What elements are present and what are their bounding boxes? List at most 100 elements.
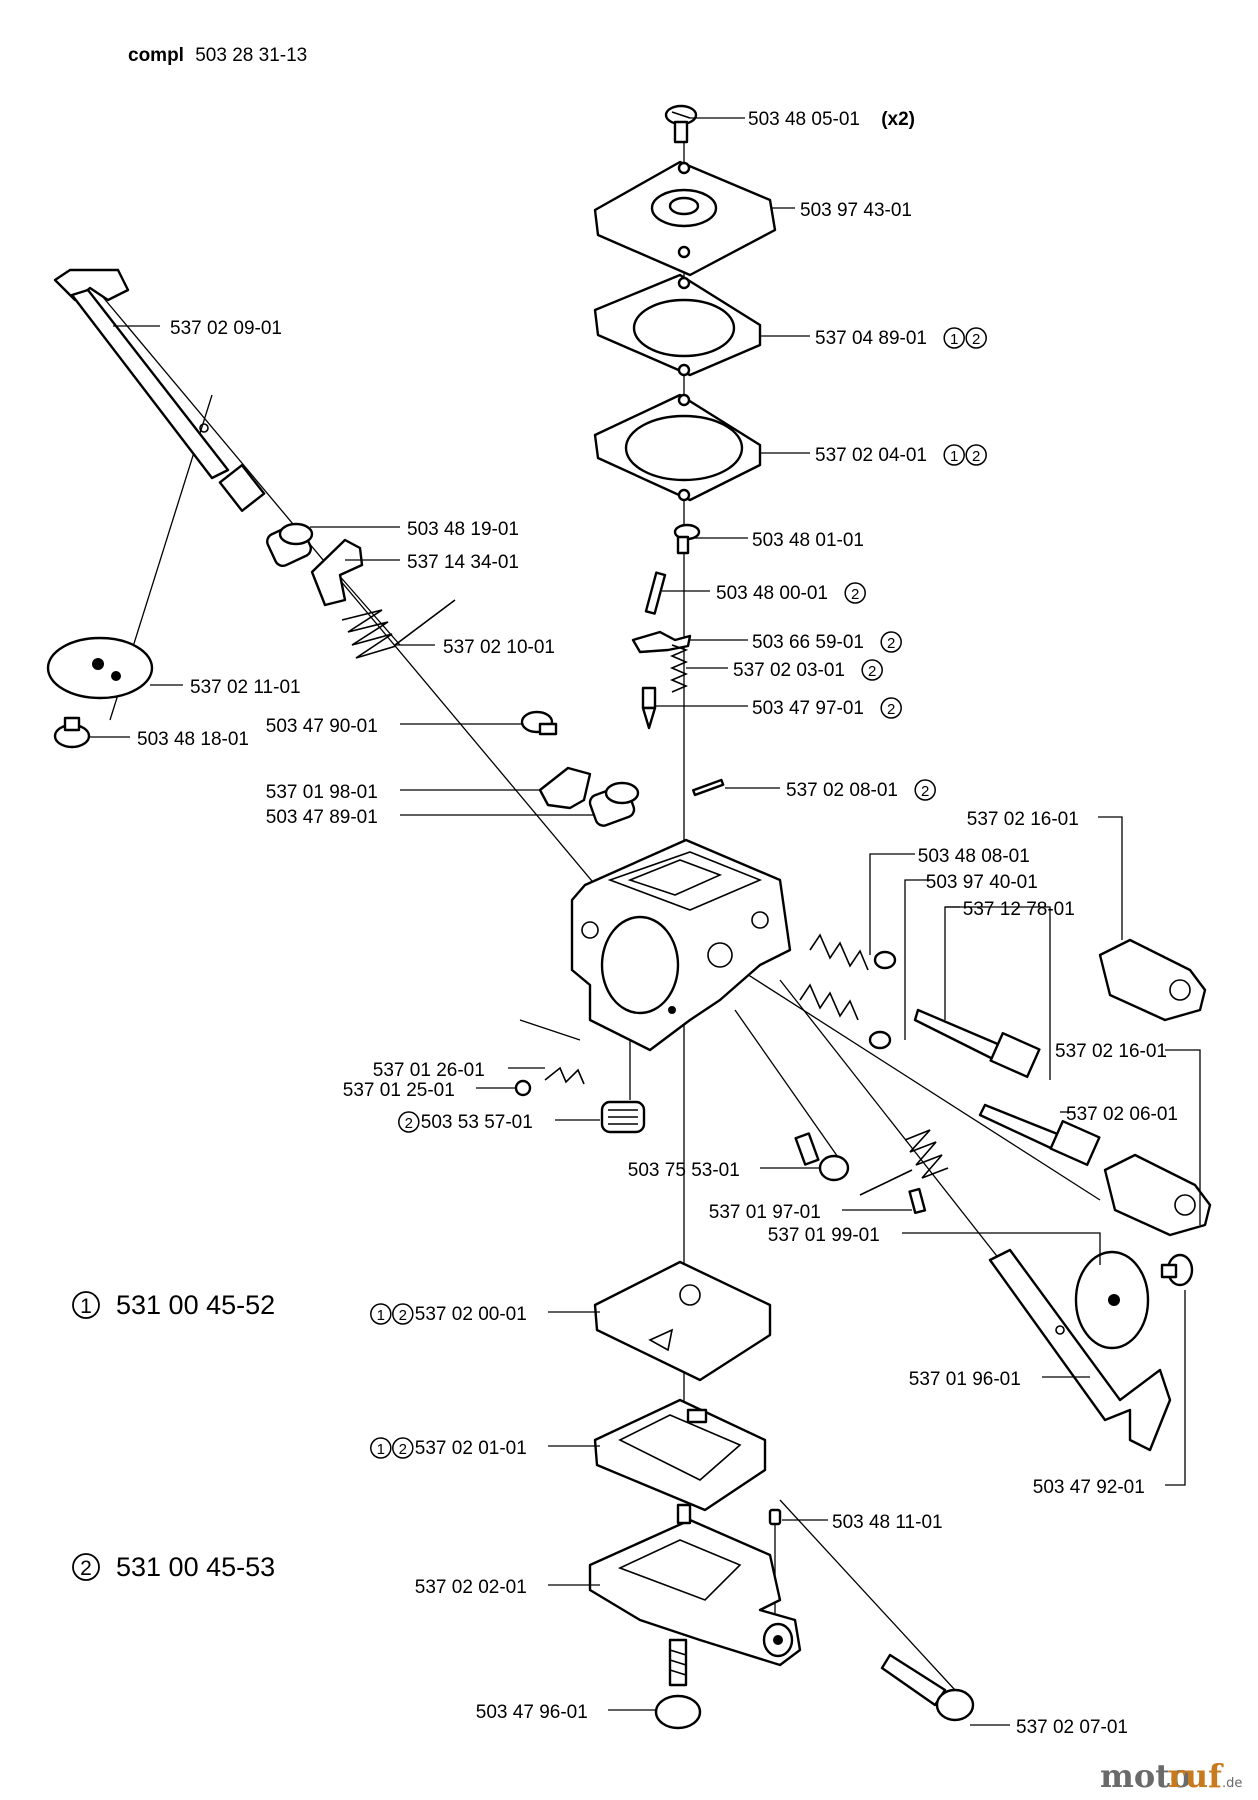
part-number: 537 02 10-01 [443, 637, 555, 658]
part-number: 503 97 40-01 [926, 872, 1038, 893]
part-number: 503 48 11-01 [832, 1512, 943, 1533]
part-label-plate-stop: 537 01 98-01 [266, 782, 378, 803]
part-number: 503 47 92-01 [1033, 1477, 1145, 1498]
screw-top-part [664, 104, 698, 144]
gasket-pump-part [593, 393, 762, 502]
part-number: 537 01 97-01 [709, 1202, 821, 1223]
diaphragm-pump-part [593, 273, 762, 377]
part-number: 537 02 03-01 [733, 660, 845, 681]
shaft-choke-part [53, 268, 266, 513]
kit-legend-1: 1 531 00 45-52 [72, 1290, 275, 1320]
screw-idle-part [794, 1132, 850, 1182]
pin-cover-part [768, 1508, 782, 1526]
part-label-spring-needle: 503 48 08-01 [918, 846, 1030, 867]
kit-mark: 2 [399, 1307, 407, 1324]
valve-throttle-part [1074, 1250, 1150, 1350]
part-number: 537 02 16-01 [967, 809, 1079, 830]
part-number: 537 01 96-01 [909, 1369, 1021, 1390]
part-number: 537 02 00-01 [415, 1304, 527, 1325]
watermark-text-a: moto [1100, 1757, 1191, 1795]
assembly-title-number: 503 28 31-13 [195, 45, 307, 66]
kit-mark-circle [914, 779, 936, 801]
cover-part [593, 160, 777, 277]
limiter-cap-2-part [1103, 1153, 1212, 1237]
part-number: 503 47 89-01 [266, 807, 378, 828]
part-label-shaft-choke: 537 02 09-01 [170, 318, 282, 339]
part-label-spring-throttle: 537 01 97-01 [709, 1202, 821, 1223]
plate-stop-part [538, 766, 592, 810]
pin-small-part [692, 778, 725, 797]
bushing-2-part [588, 781, 640, 827]
kit-mark: 2 [887, 635, 895, 652]
spring-small-part [544, 1066, 585, 1085]
part-label-pin-cover: 503 48 11-01 [832, 1512, 943, 1533]
kit-mark: 2 [851, 586, 859, 603]
kit-mark: 1 [377, 1307, 385, 1324]
part-number: 503 75 53-01 [628, 1160, 740, 1181]
part-label-lever-throttle: 537 14 34-01 [407, 552, 519, 573]
part-number: 537 12 78-01 [963, 899, 1075, 920]
screw-adjust-part [880, 1653, 975, 1722]
gasket-metering-part [593, 1398, 767, 1512]
part-label-screw-idle: 503 75 53-01 [628, 1160, 740, 1181]
watermark-text-b: ruf [1168, 1757, 1224, 1795]
kit-mark: 2 [887, 701, 895, 718]
part-number: 537 01 98-01 [266, 782, 378, 803]
part-label-needle-l: 537 02 06-01 [1066, 1104, 1178, 1125]
part-number: 503 48 01-01 [752, 530, 864, 551]
part-number: 537 01 26-01 [373, 1060, 485, 1081]
screw-bottom-part [654, 1638, 702, 1730]
part-label-ball: 537 01 25-01 [343, 1080, 455, 1101]
kit-mark: 2 [868, 663, 876, 680]
part-number: 503 47 90-01 [266, 716, 378, 737]
part-number: 537 02 02-01 [415, 1577, 527, 1598]
kit-mark: 2 [405, 1115, 413, 1132]
part-label-screw-bottom: 503 47 96-01 [476, 1702, 588, 1723]
kit-mark-circle [398, 1111, 420, 1133]
part-label-limiter-cap-2: 537 02 16-01 [1055, 1041, 1167, 1062]
part-label-screw-top: 503 48 05-01(x2) [748, 109, 915, 130]
part-label-screw-adjust: 537 02 07-01 [1016, 1717, 1128, 1738]
kit-mark: 1 [950, 448, 958, 465]
part-label-cover-metering: 537 02 02-01 [415, 1577, 527, 1598]
assembly-title-prefix: compl [128, 45, 184, 66]
part-label-screw-stop: 503 47 90-01 [266, 716, 378, 737]
part-quantity: (x2) [881, 109, 915, 130]
lever-throttle-part [310, 538, 364, 607]
part-number: 537 02 16-01 [1055, 1041, 1167, 1062]
kit-mark: 2 [972, 448, 980, 465]
kit-mark-circle [392, 1303, 414, 1325]
part-number: 503 47 96-01 [476, 1702, 588, 1723]
screw-stop-part [520, 710, 558, 736]
screw-throttle-part [1160, 1253, 1194, 1287]
kit-mark-circle [880, 697, 902, 719]
kit-mark: 2 [80, 1557, 92, 1580]
kit-mark-circle [943, 327, 965, 349]
part-number: 537 02 04-01 [815, 445, 927, 466]
spring-return-part [341, 599, 456, 659]
part-number: 503 53 57-01 [421, 1112, 533, 1133]
filter-part [600, 1100, 646, 1134]
ball-part [514, 1079, 532, 1097]
needle-l-part [978, 1103, 1101, 1167]
watermark-suffix: .de [1222, 1776, 1242, 1791]
watermark-logo: moto ruf .de [1100, 1757, 1242, 1795]
kit-mark-circle [370, 1437, 392, 1459]
part-number: 537 02 09-01 [170, 318, 282, 339]
leader-lines [90, 117, 1201, 1726]
part-number: 537 01 99-01 [768, 1225, 880, 1246]
part-number: 503 97 43-01 [800, 200, 912, 221]
part-label-screw-throttle: 503 47 92-01 [1033, 1477, 1145, 1498]
cover-metering-part [588, 1503, 802, 1667]
part-label-o-ring: 503 97 40-01 [926, 872, 1038, 893]
bushing-part [266, 522, 314, 568]
part-number: 537 14 34-01 [407, 552, 519, 573]
parts-drawings [46, 104, 1212, 1730]
part-number: 503 48 08-01 [918, 846, 1030, 867]
